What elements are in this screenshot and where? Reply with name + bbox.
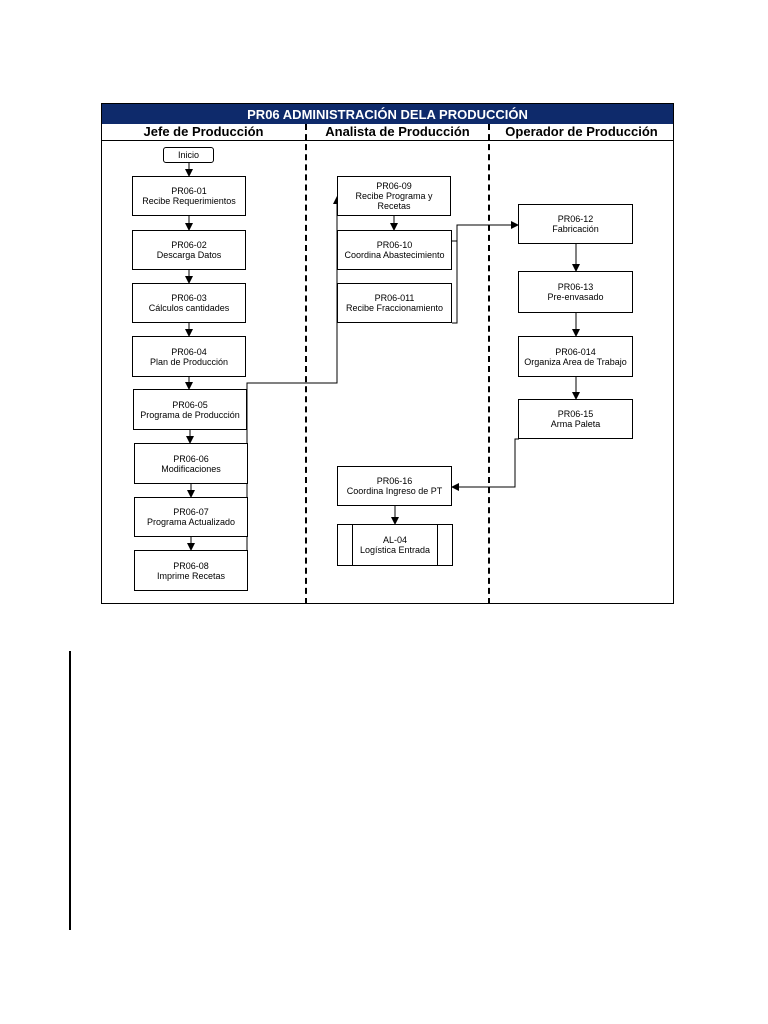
process-pr06-01: PR06-01 Recibe Requerimientos xyxy=(132,176,246,216)
lane-divider-2 xyxy=(488,124,490,604)
process-pr06-05: PR06-05 Programa de Producción xyxy=(133,389,247,430)
subprocess-al-04: AL-04 Logística Entrada xyxy=(337,524,453,566)
node-name: Programa de Producción xyxy=(140,409,240,420)
node-name: Organiza Area de Trabajo xyxy=(524,356,627,367)
process-pr06-13: PR06-13 Pre-envasado xyxy=(518,271,633,313)
node-name: Fabricación xyxy=(552,224,599,234)
diagram-title: PR06 ADMINISTRACIÓN DELA PRODUCCIÓN xyxy=(101,103,674,124)
node-code: PR06-16 xyxy=(376,476,413,486)
lane-header-operador: Operador de Producción xyxy=(505,124,658,139)
edge-15-16 xyxy=(451,438,519,491)
node-name: Coordina Abastecimiento xyxy=(344,250,445,260)
node-code: AL-04 xyxy=(382,535,408,545)
lane-header-analista: Analista de Producción xyxy=(325,124,470,139)
node-code: PR06-06 xyxy=(173,453,209,464)
node-name: Recibe Programa y xyxy=(355,191,433,201)
node-code: PR06-10 xyxy=(376,240,413,250)
process-pr06-07: PR06-07 Programa Actualizado xyxy=(134,497,248,537)
lane-divider-1 xyxy=(305,124,307,604)
node-code: PR06-011 xyxy=(374,293,415,303)
process-pr06-12: PR06-12 Fabricación xyxy=(518,204,633,244)
process-pr06-011: PR06-011 Recibe Fraccionamiento xyxy=(337,283,452,323)
node-code: PR06-04 xyxy=(171,346,207,357)
process-pr06-09: PR06-09 Recibe Programa y Recetas xyxy=(337,176,451,216)
node-name: Coordina Ingreso de PT xyxy=(346,486,443,496)
process-pr06-04: PR06-04 Plan de Producción xyxy=(132,336,246,377)
node-code: PR06-03 xyxy=(171,293,207,303)
node-name: Recibe Requerimientos xyxy=(142,196,236,206)
node-code: PR06-08 xyxy=(173,560,209,571)
node-code: PR06-15 xyxy=(557,409,594,419)
node-code: PR06-09 xyxy=(376,181,412,191)
node-name-line2: Recetas xyxy=(377,201,411,211)
node-code: PR06-13 xyxy=(557,282,594,292)
node-name: Imprime Recetas xyxy=(156,570,226,581)
node-name: Descarga Datos xyxy=(156,250,222,260)
process-pr06-014: PR06-014 Organiza Area de Trabajo xyxy=(518,336,633,377)
process-pr06-03: PR06-03 Cálculos cantidades xyxy=(132,283,246,323)
node-name: Programa Actualizado xyxy=(146,517,236,527)
start-terminator: Inicio xyxy=(163,147,214,163)
process-pr06-16: PR06-16 Coordina Ingreso de PT xyxy=(337,466,452,506)
node-code: PR06-12 xyxy=(557,214,594,224)
process-pr06-06: PR06-06 Modificaciones xyxy=(134,443,248,484)
lane-header-divider xyxy=(101,140,674,141)
node-code: PR06-014 xyxy=(555,346,596,357)
page-margin-rule xyxy=(69,651,71,930)
process-pr06-15: PR06-15 Arma Paleta xyxy=(518,399,633,439)
node-name: Recibe Fraccionamiento xyxy=(345,303,444,313)
node-name: Pre-envasado xyxy=(547,292,604,302)
edge-05-09 xyxy=(246,196,341,390)
node-code: PR06-07 xyxy=(173,507,209,517)
process-pr06-10: PR06-10 Coordina Abastecimiento xyxy=(337,230,452,270)
process-pr06-02: PR06-02 Descarga Datos xyxy=(132,230,246,270)
node-name: Modificaciones xyxy=(161,463,221,474)
edge-011-12 xyxy=(452,221,519,324)
process-pr06-08: PR06-08 Imprime Recetas xyxy=(134,550,248,591)
node-code: PR06-01 xyxy=(171,186,207,196)
swimlane-frame xyxy=(101,103,674,604)
node-name: Plan de Producción xyxy=(149,356,229,367)
subprocess-right-bar xyxy=(437,525,438,565)
subprocess-left-bar xyxy=(352,525,353,565)
node-name: Logística Entrada xyxy=(359,545,431,555)
node-name: Arma Paleta xyxy=(550,419,601,429)
node-code: PR06-05 xyxy=(172,399,208,410)
node-name: Cálculos cantidades xyxy=(148,303,230,313)
lane-header-jefe: Jefe de Producción xyxy=(143,124,264,139)
node-code: PR06-02 xyxy=(171,240,207,250)
